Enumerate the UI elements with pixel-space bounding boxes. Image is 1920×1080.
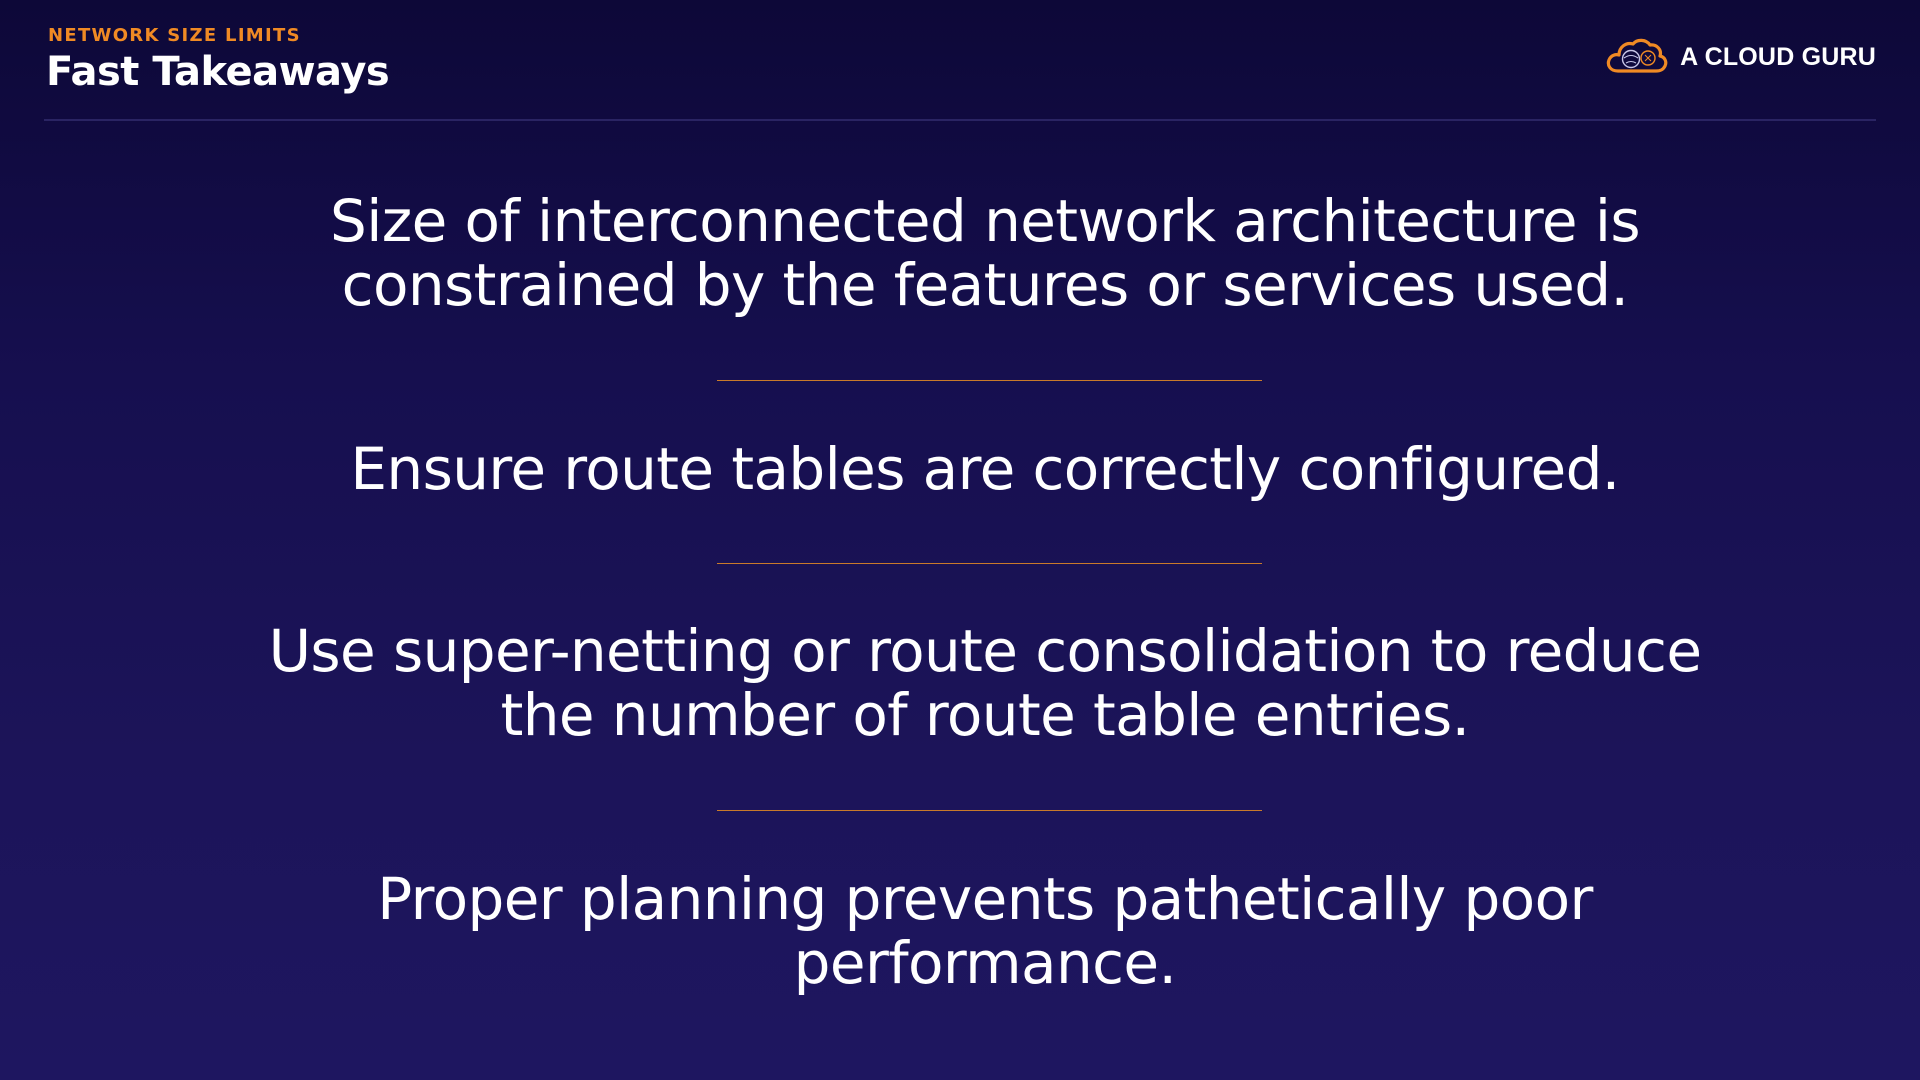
takeaway-4: Proper planning prevents pathetically po… [377, 865, 1593, 997]
brand-logo: A CLOUD GURU [1604, 36, 1876, 78]
takeaway-2: Ensure route tables are correctly config… [350, 435, 1620, 503]
takeaway-divider [717, 810, 1262, 811]
takeaway-1: Size of interconnected network architect… [330, 187, 1641, 319]
section-label: NETWORK SIZE LIMITS [48, 25, 301, 46]
slide-header: NETWORK SIZE LIMITS Fast Takeaways A CLO… [0, 0, 1920, 121]
slide-title: Fast Takeaways [46, 49, 390, 95]
takeaway-3: Use super-netting or route consolidation… [268, 617, 1702, 749]
takeaway-divider [717, 380, 1262, 381]
header-divider [44, 119, 1876, 121]
cloud-logo-icon [1606, 38, 1668, 73]
brand-name: A CLOUD GURU [1680, 42, 1876, 71]
takeaway-divider [717, 563, 1262, 564]
